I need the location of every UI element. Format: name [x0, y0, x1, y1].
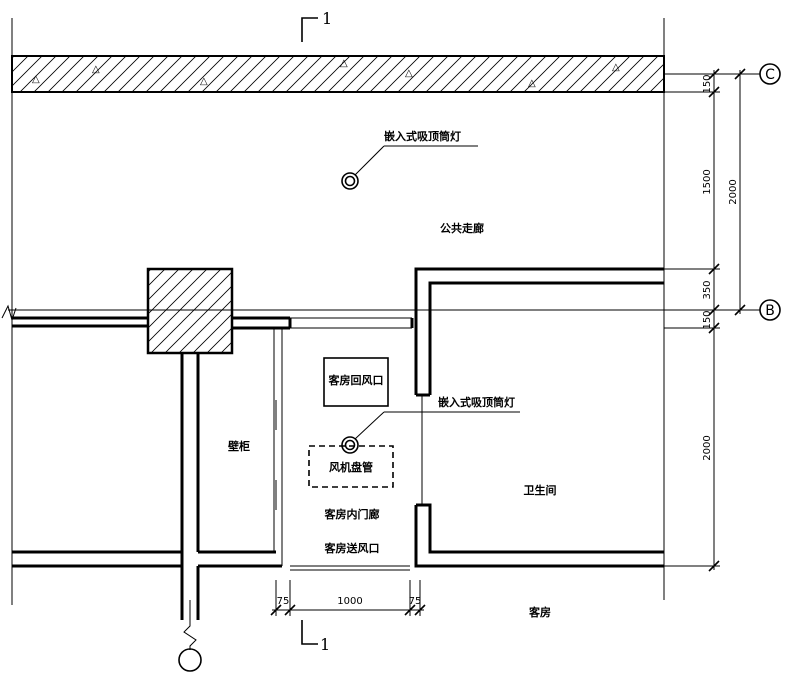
bathroom-label: 卫生间: [524, 483, 557, 497]
break-symbol-left: [1, 304, 17, 322]
dim-150-mid: 150: [702, 310, 713, 329]
bathroom-walls: [414, 267, 664, 568]
top-concrete-wall: △ △ △ △ △ △ △: [11, 55, 665, 93]
dim-1500: 1500: [702, 169, 713, 194]
dim-75-right: 75: [409, 596, 422, 607]
entry-threshold: [290, 565, 410, 571]
closet-label: 壁柜: [228, 439, 250, 453]
corridor-label: 公共走廊: [440, 221, 484, 235]
svg-text:△: △: [612, 62, 620, 73]
downlight-top-icon: [341, 145, 478, 190]
bottom-axis-line: [178, 600, 202, 672]
dim-150-top: 150: [702, 74, 713, 93]
return-vent-box: [323, 357, 389, 407]
dim-2000-lower: 2000: [702, 435, 713, 460]
fan-coil-box: [308, 445, 394, 488]
svg-text:△: △: [528, 78, 536, 89]
svg-text:△: △: [405, 68, 413, 79]
closet-walls: [12, 328, 283, 620]
axis-bubble-c: C: [759, 63, 781, 85]
svg-text:△: △: [200, 76, 208, 87]
bottom-dimension-lines: [270, 580, 426, 616]
structural-column: [146, 267, 234, 355]
svg-text:△: △: [92, 64, 100, 75]
axis-bubble-c-label: C: [765, 67, 775, 83]
downlight-top-label: 嵌入式吸顶筒灯: [384, 129, 461, 143]
axis-bubble-b: B: [759, 299, 781, 321]
dim-350: 350: [702, 280, 713, 299]
return-vent-label: 客房回风口: [328, 373, 384, 387]
section-mark-bottom: 1: [301, 620, 330, 654]
dim-1000: 1000: [337, 596, 362, 607]
svg-text:△: △: [32, 74, 40, 85]
section-mark-top-label: 1: [322, 9, 332, 28]
section-mark-bottom-label: 1: [320, 635, 330, 654]
entry-door-frame: [290, 317, 414, 329]
dim-2000-outer: 2000: [728, 179, 739, 204]
section-mark-top: 1: [301, 9, 332, 42]
downlight-mid-icon: [341, 411, 520, 454]
svg-text:△: △: [340, 58, 348, 69]
inner-corridor-label: 客房内门廊: [324, 507, 380, 521]
downlight-mid-label: 嵌入式吸顶筒灯: [438, 395, 515, 409]
dim-75-left: 75: [277, 596, 290, 607]
supply-vent-label: 客房送风口: [324, 541, 380, 555]
guest-room-label: 客房: [528, 605, 551, 619]
fan-coil-label: 风机盘管: [329, 460, 373, 474]
left-corridor-wall: [12, 316, 292, 330]
right-dimension-lines: [664, 68, 760, 572]
axis-bubble-b-label: B: [765, 303, 775, 319]
